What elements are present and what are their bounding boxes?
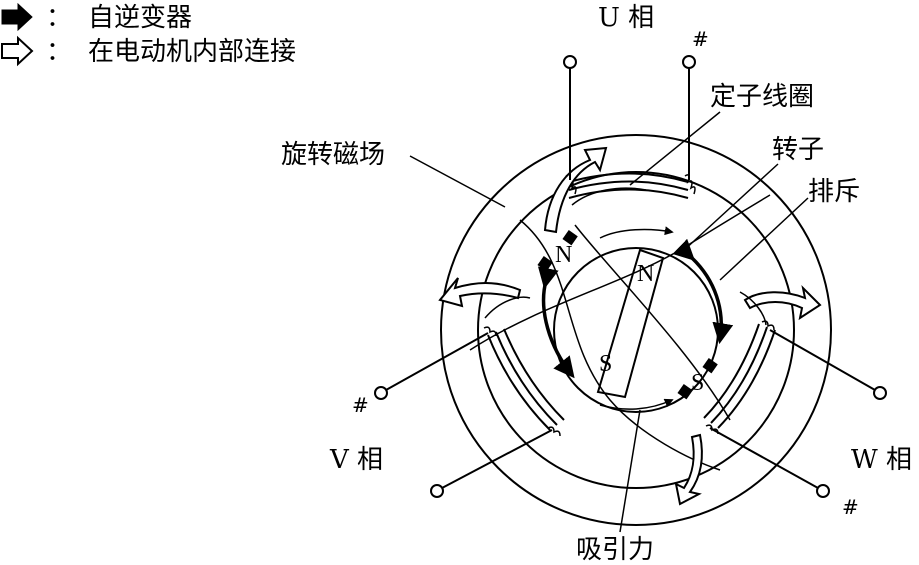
motor: N S <box>438 134 832 526</box>
rotor-n-label: N <box>637 261 654 287</box>
terminal-v-1 <box>374 386 388 400</box>
stator-marker-s2 <box>677 384 693 400</box>
callouts: 定子线圈 转子 旋转磁场 排斥 吸引力 <box>281 82 860 565</box>
terminal-u-2 <box>682 55 696 69</box>
stator-marker-n1 <box>562 230 578 246</box>
hollow-arrow-icon <box>1 35 34 67</box>
solid-arrow-icon <box>1 2 33 32</box>
coil-w <box>703 320 776 435</box>
phase-v-mark: # <box>352 393 369 417</box>
flux-curve-2 <box>469 194 771 351</box>
terminal-w-2 <box>816 484 830 498</box>
legend-solid-text: 自逆变器 <box>88 3 192 33</box>
terminal-v-2 <box>430 484 444 498</box>
field-arrow-bottom <box>674 433 703 506</box>
rotor-label: 转子 <box>772 135 824 165</box>
stator-outer-ring <box>440 134 832 526</box>
rotating-field-label: 旋转磁场 <box>281 140 385 170</box>
rotor-s-label: S <box>599 351 612 377</box>
stator-marker-n2 <box>537 256 553 272</box>
field-arrow-right <box>743 284 822 321</box>
stator-tooth-top <box>571 187 647 206</box>
phase-w-mark: # <box>842 495 859 519</box>
terminals <box>374 55 887 498</box>
rotation-arrow-bottom <box>599 398 674 410</box>
legend: ： 自逆变器 ： 在电动机内部连接 <box>1 2 296 67</box>
rotation-arrow-top <box>599 226 674 239</box>
coil-v <box>483 326 565 437</box>
phase-w-label: W 相 <box>851 445 912 475</box>
rotor-magnet <box>596 248 665 399</box>
flux-curve-1 <box>574 224 731 421</box>
stator-marker-s1 <box>702 358 718 374</box>
stator-n-label: N <box>555 242 572 268</box>
field-arrow-left <box>438 277 522 308</box>
phase-u-label: U 相 <box>598 3 654 33</box>
phase-u-mark: # <box>692 27 709 51</box>
legend-hollow-text: 在电动机内部连接 <box>88 37 296 67</box>
stator-inner-ring <box>477 171 795 489</box>
stator-tooth-left <box>484 296 531 319</box>
terminal-w-1 <box>873 386 887 400</box>
stator-coil-label: 定子线圈 <box>710 82 814 112</box>
repulsion-arrow <box>672 238 734 345</box>
legend-separator-2: ： <box>46 37 72 67</box>
stator-s-label: S <box>691 370 704 396</box>
legend-separator-1: ： <box>46 3 72 33</box>
stator-tooth-right <box>739 291 767 326</box>
field-arrow-top <box>543 146 608 234</box>
attraction-label: 吸引力 <box>576 535 654 565</box>
terminal-u-1 <box>563 55 577 69</box>
repulsion-label: 排斥 <box>808 177 860 207</box>
flux-curve-3 <box>519 219 721 471</box>
phase-v-label: V 相 <box>329 445 383 475</box>
attraction-arrow-left <box>537 266 575 379</box>
